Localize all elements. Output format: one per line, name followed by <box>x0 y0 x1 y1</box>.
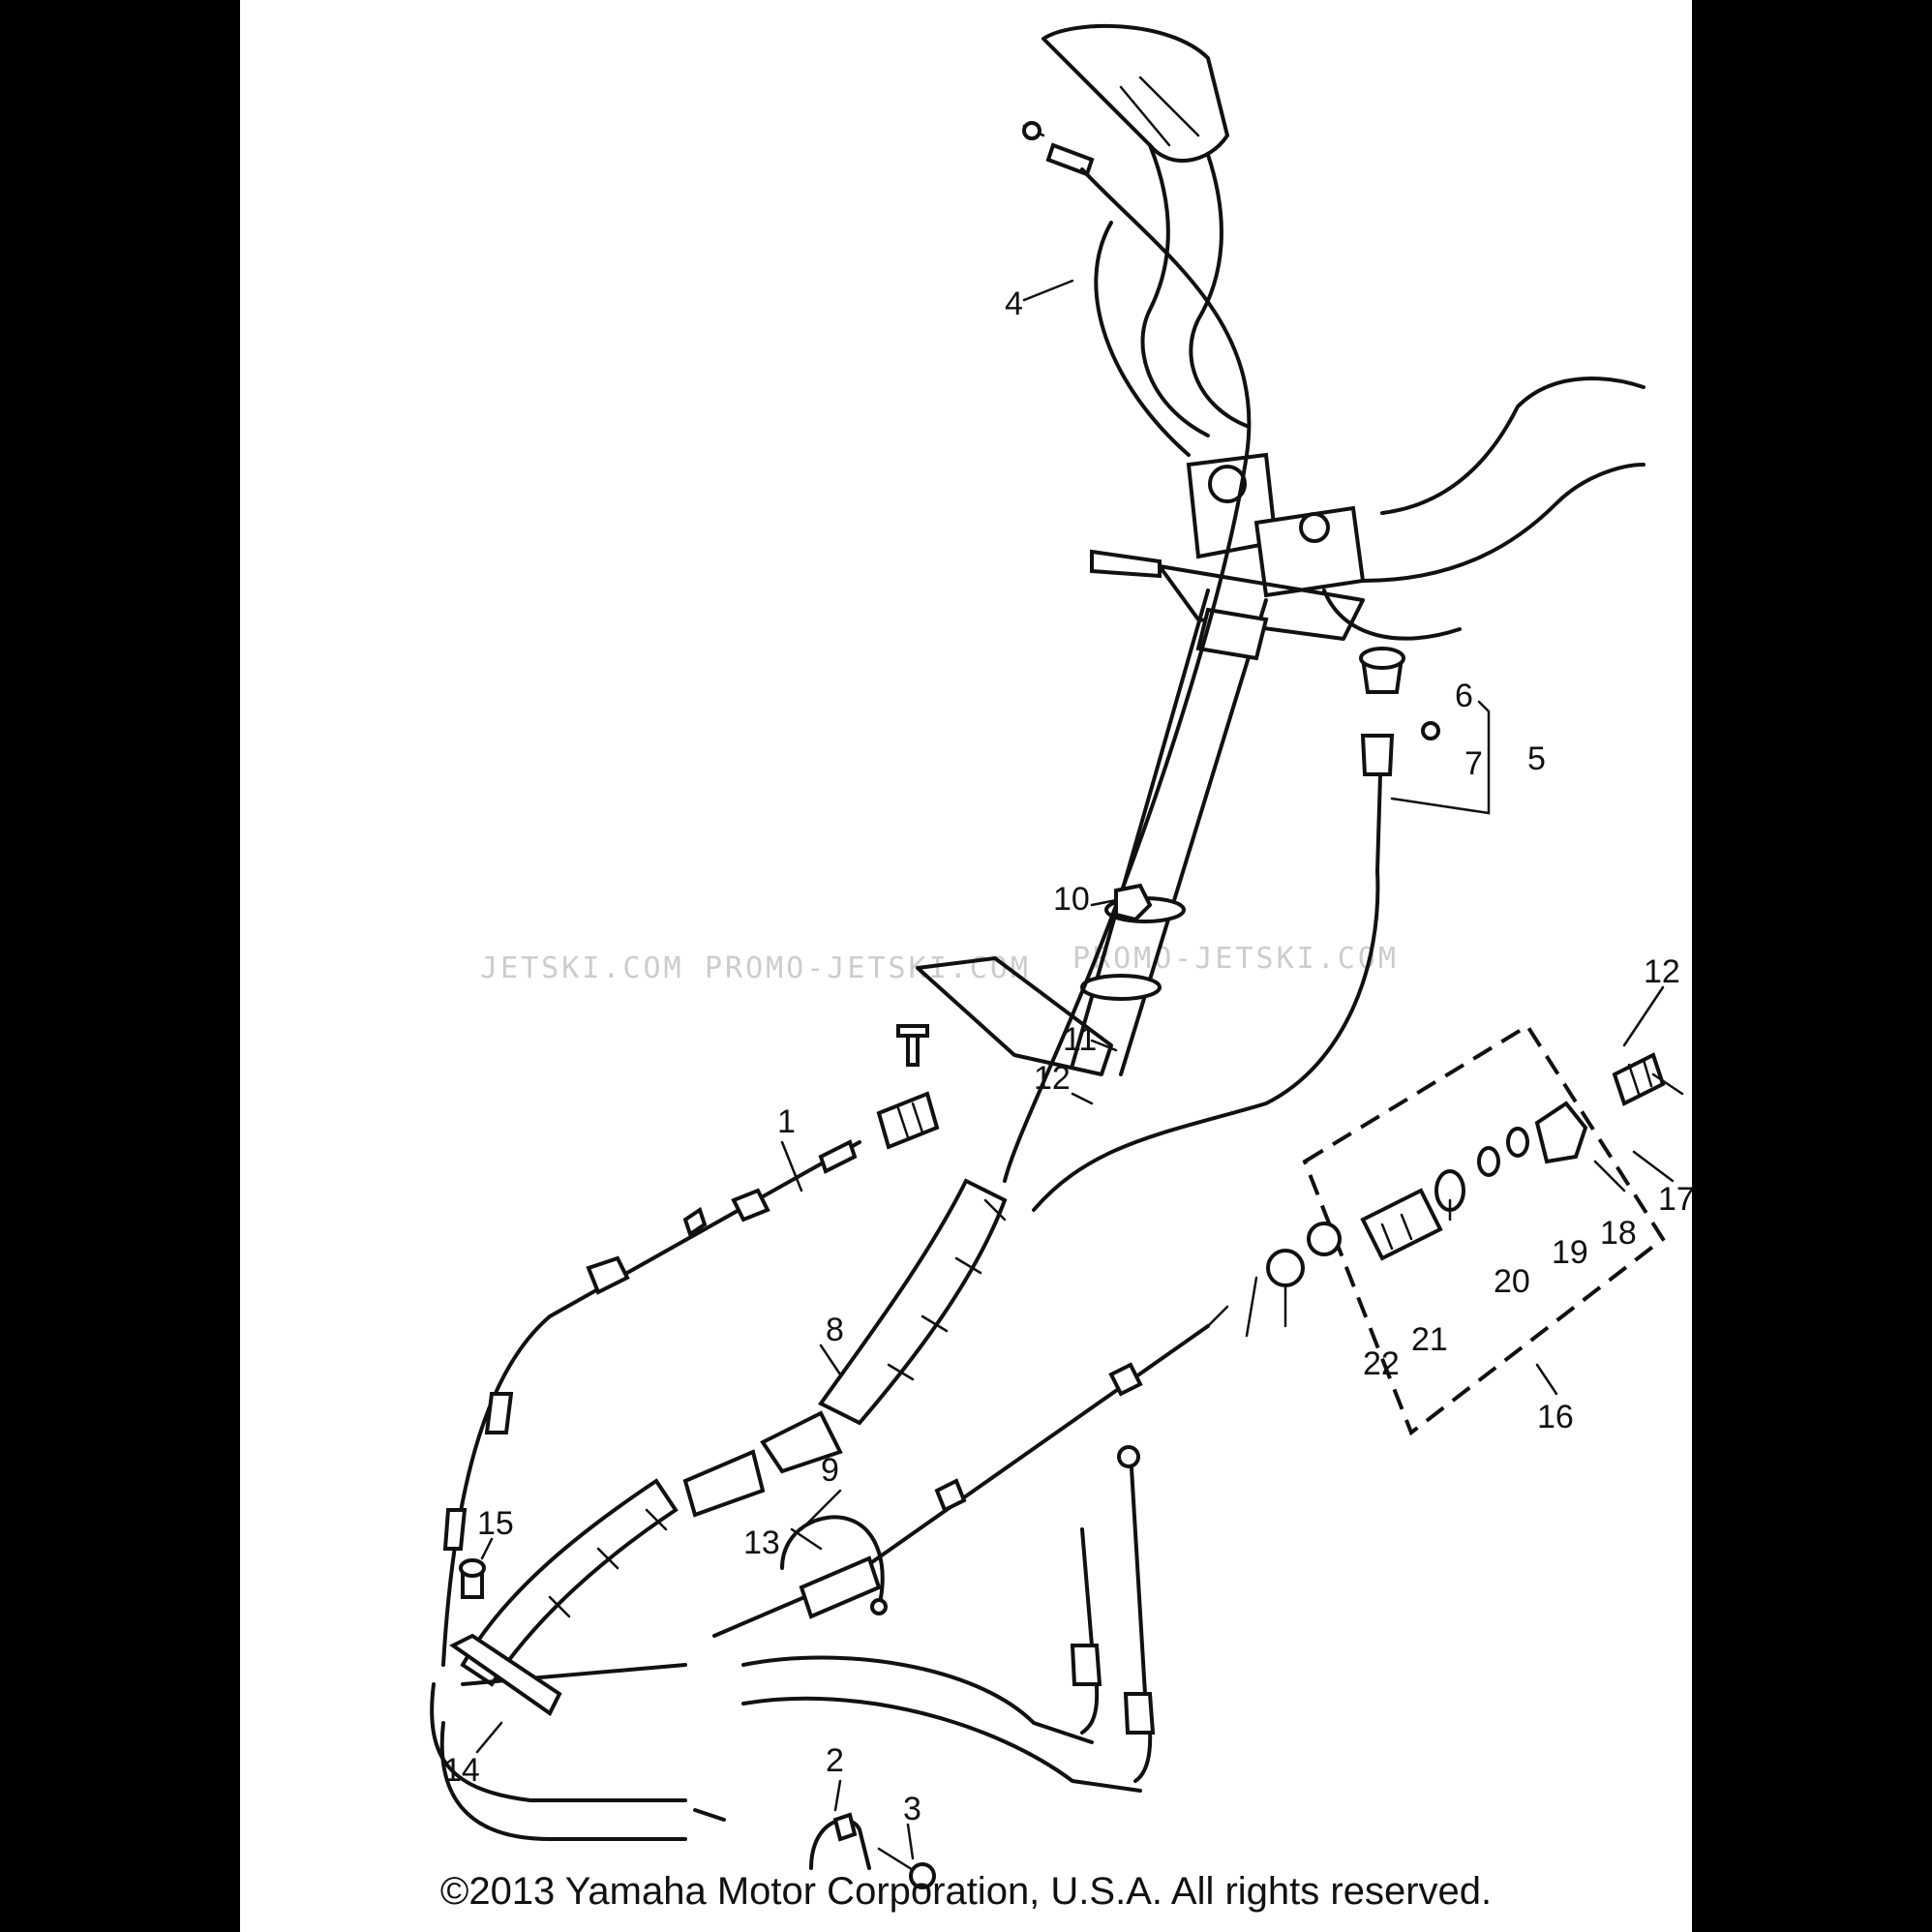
callout-6: 6 <box>1455 678 1473 714</box>
callout-15: 15 <box>477 1505 514 1542</box>
callout-labels: 1 2 3 4 5 6 7 8 9 10 11 12 12 13 14 15 1… <box>443 286 1692 1827</box>
callout-9: 9 <box>821 1452 839 1489</box>
band-and-screw <box>809 1812 936 1889</box>
leader-lines <box>475 279 1684 1860</box>
handlebar-left <box>1094 143 1249 457</box>
watermark-right: PROMO-JETSKI.COM <box>1072 942 1399 976</box>
throttle-housing <box>1090 452 1366 641</box>
spiral-wrap <box>460 1178 1008 1687</box>
callout-2: 2 <box>826 1742 844 1779</box>
callout-21: 21 <box>1411 1321 1448 1358</box>
choke-knob-assembly <box>1032 647 1491 1212</box>
callout-11: 11 <box>1063 1021 1097 1058</box>
callout-16: 16 <box>1537 1399 1574 1435</box>
callout-5: 5 <box>1527 740 1546 777</box>
watermark-center: PROMO-JETSKI.COM <box>705 951 1031 985</box>
callout-22: 22 <box>1363 1345 1400 1382</box>
callout-13: 13 <box>743 1524 780 1561</box>
steering-column <box>916 589 1269 1076</box>
cable-clamp <box>780 1515 888 1615</box>
callout-3: 3 <box>903 1791 921 1827</box>
callout-12a: 12 <box>1034 1060 1071 1097</box>
callout-12b: 12 <box>1644 953 1680 990</box>
handlebar-right <box>1322 377 1645 641</box>
watermark: JETSKI.COM PROMO-JETSKI.COM PROMO-JETSKI… <box>480 942 1399 985</box>
parts-diagram: JETSKI.COM PROMO-JETSKI.COM PROMO-JETSKI… <box>430 23 1692 1889</box>
throttle-cable <box>1003 121 1252 1183</box>
callout-20: 20 <box>1494 1263 1530 1300</box>
callout-8: 8 <box>826 1312 844 1348</box>
callout-18: 18 <box>1600 1215 1637 1252</box>
lower-cables <box>430 1445 1156 1841</box>
exploded-assembly <box>1266 1023 1666 1436</box>
diagram-sheet: JETSKI.COM PROMO-JETSKI.COM PROMO-JETSKI… <box>240 0 1692 1932</box>
copyright-notice: ©2013 Yamaha Motor Corporation, U.S.A. A… <box>439 1870 1493 1913</box>
callout-1: 1 <box>777 1103 796 1140</box>
callout-4: 4 <box>1005 286 1023 322</box>
callout-19: 19 <box>1552 1234 1588 1271</box>
mount-bracket <box>449 1558 562 1716</box>
handlebar-grip <box>1041 23 1229 163</box>
callout-10: 10 <box>1053 881 1090 918</box>
cable-13 <box>712 1305 1229 1638</box>
small-hardware-left <box>876 883 1153 1150</box>
callout-17: 17 <box>1658 1181 1692 1218</box>
callout-14: 14 <box>443 1752 480 1789</box>
cable-1 <box>441 1139 861 1667</box>
callout-7: 7 <box>1464 745 1483 782</box>
watermark-left: JETSKI.COM <box>480 951 684 985</box>
